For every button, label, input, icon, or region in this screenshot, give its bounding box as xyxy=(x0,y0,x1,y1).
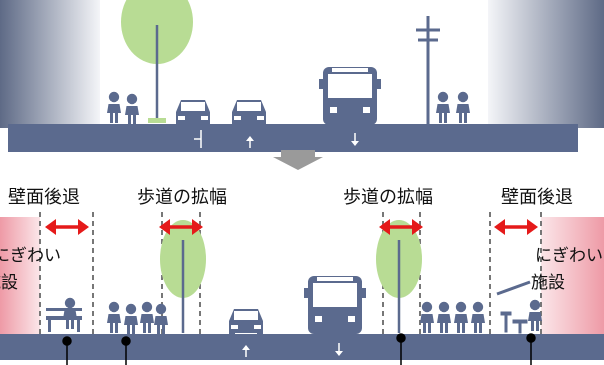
sidewalk-widening-label-right: 歩道の拡幅 xyxy=(343,187,433,208)
transition-arrow-icon xyxy=(273,150,323,170)
bustling-facility-label-left-line2: 施設 xyxy=(0,273,18,293)
bustling-facility-label-left-line1: にぎわい xyxy=(0,246,61,266)
bus-icon xyxy=(319,67,381,131)
bottom-ground xyxy=(0,334,604,360)
car-icon xyxy=(229,309,263,338)
double-arrow-icon xyxy=(43,217,91,237)
lane-arrows xyxy=(242,343,343,357)
person-icon xyxy=(420,301,485,333)
lane-arrows xyxy=(194,130,359,148)
wall-setback-label-right: 壁面後退 xyxy=(501,187,573,208)
person-icon xyxy=(63,297,77,329)
left-building xyxy=(0,0,100,128)
setback-lines xyxy=(39,212,542,334)
right-facility xyxy=(541,217,604,337)
bus-icon xyxy=(304,276,366,340)
bench-icon xyxy=(46,308,82,332)
position-markers xyxy=(62,333,536,365)
sidewalk-widening-label-left: 歩道の拡幅 xyxy=(137,187,227,208)
cafe-table-icon xyxy=(496,280,542,334)
tree-icon xyxy=(376,220,422,333)
bustling-facility-label-right-line1: にぎわい xyxy=(535,246,603,266)
double-arrow-icon xyxy=(492,217,540,237)
proposed-street-section xyxy=(0,212,604,365)
tree-icon xyxy=(121,0,193,123)
person-icon xyxy=(107,91,139,125)
current-street-section xyxy=(0,0,604,152)
top-ground xyxy=(8,124,578,152)
person-icon xyxy=(436,91,470,123)
bustling-facility-label-right-line2: 施設 xyxy=(531,273,565,293)
wall-setback-label-left: 壁面後退 xyxy=(8,187,80,208)
person-icon xyxy=(107,301,168,335)
left-facility xyxy=(0,217,40,337)
utility-pole-icon xyxy=(416,16,440,124)
right-building xyxy=(488,0,604,128)
tree-icon xyxy=(160,220,206,333)
